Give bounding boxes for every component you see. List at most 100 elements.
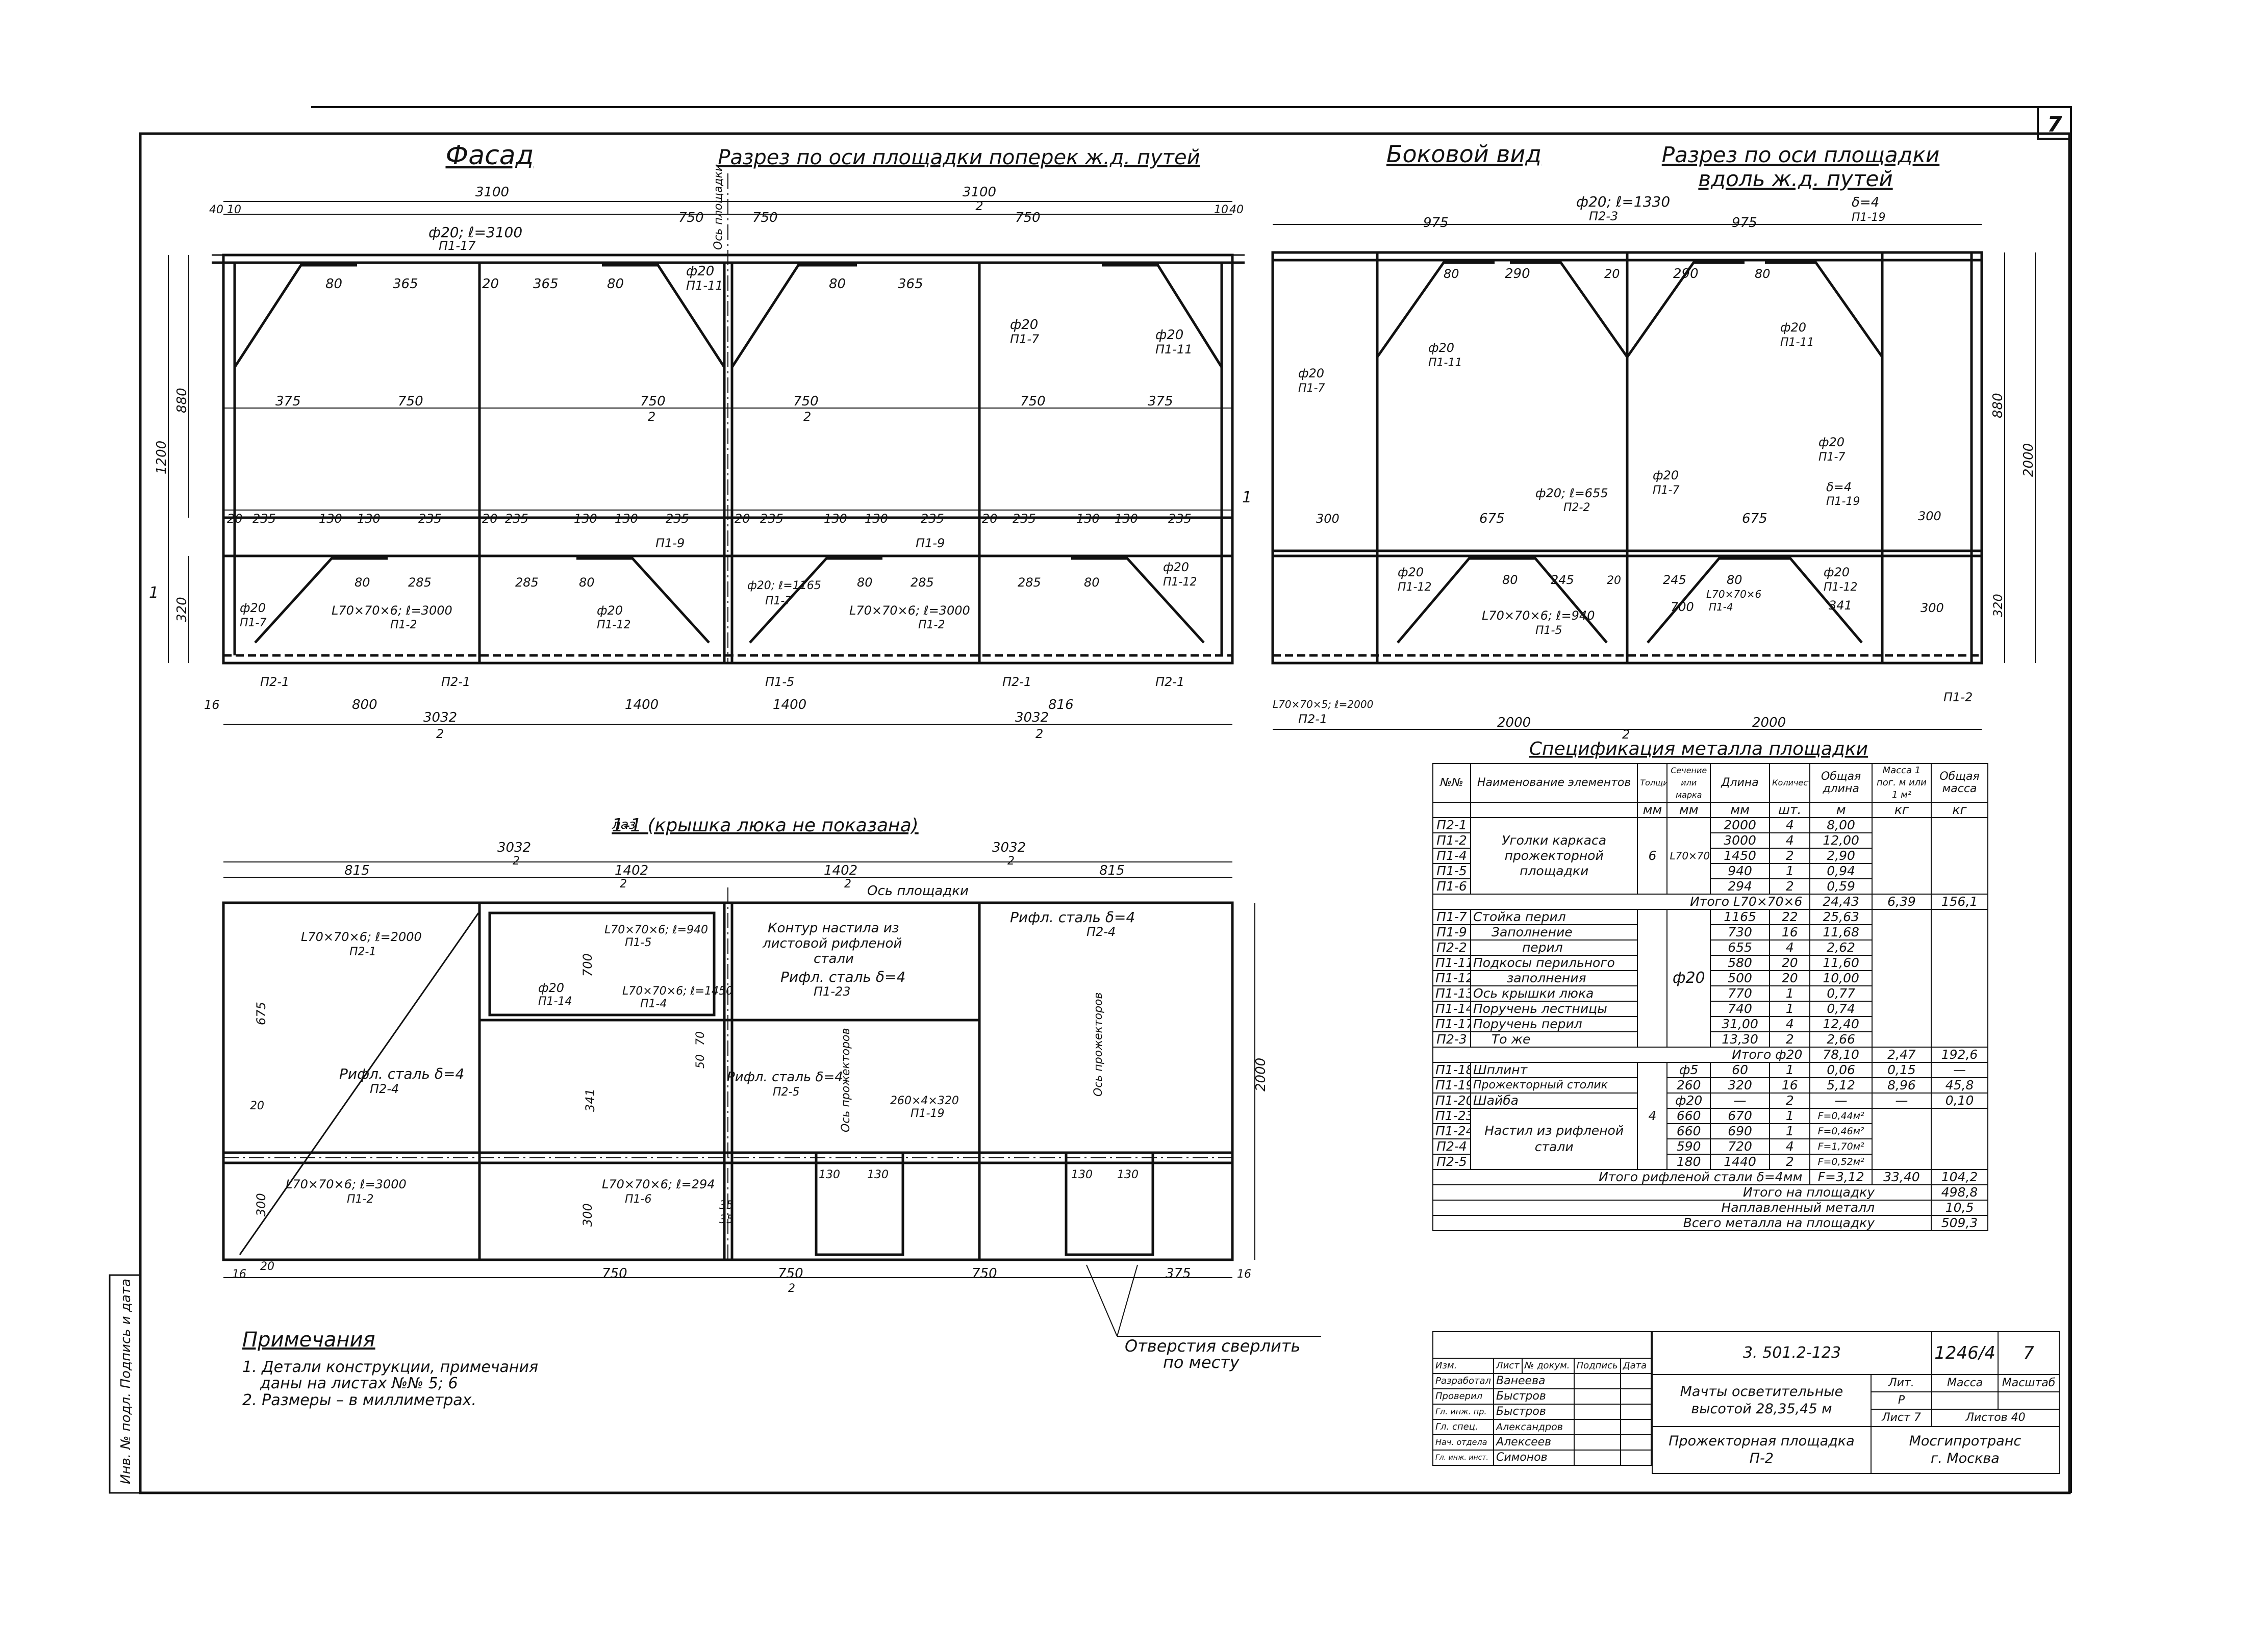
spec-subtotal-unit: 6,39 <box>1871 894 1932 910</box>
plan-p1-6: П1-6 <box>625 1193 651 1206</box>
spec-group-section: ф20 <box>1666 909 1711 1048</box>
facade-dim-750a: 750 <box>678 210 704 225</box>
spec-id: П1-11 <box>1432 955 1471 971</box>
plan-p2-5: П2-5 <box>773 1086 799 1099</box>
spec-name: Ось крышки люка <box>1470 985 1638 1002</box>
facade-d2-c: 2 <box>803 410 811 424</box>
spec-name: Подкосы перильного <box>1470 955 1638 971</box>
spec-qty: 4 <box>1769 939 1811 956</box>
spec-qty: 1 <box>1769 863 1811 879</box>
spec-subtotal-unit: 2,47 <box>1871 1047 1932 1063</box>
spec-total: — <box>1809 1092 1873 1109</box>
spec-length: 31,00 <box>1709 1016 1771 1032</box>
facade-dim-750c: 750 <box>1015 210 1041 225</box>
facade-mid-235g: 235 <box>1013 512 1036 526</box>
spec-length: 294 <box>1709 878 1771 895</box>
spec-length: 940 <box>1709 863 1771 879</box>
spec-name: Шайба <box>1470 1092 1638 1109</box>
spec-id: П2-3 <box>1432 1031 1471 1048</box>
spec-total: 2,62 <box>1809 939 1873 956</box>
table-row: П1-23 Настил из рифленой стали 660 670 1… <box>1432 1108 1988 1170</box>
spec-length: 1450 <box>1709 848 1771 864</box>
facade-p1-2-a: П1-2 <box>390 619 417 631</box>
spec-total-row: Итого на площадку 498,8 <box>1432 1184 1988 1201</box>
plan-d3032-a-sub: 2 <box>513 855 520 868</box>
spec-subtotal-len: 78,10 <box>1809 1047 1873 1063</box>
spec-group-thick: 6 <box>1637 817 1668 895</box>
plan-riff-p1-23: Рифл. сталь δ=4 <box>780 969 905 985</box>
plan-d815-b: 815 <box>1099 863 1125 878</box>
spec-section: 180 <box>1666 1154 1711 1170</box>
side-p1-11-a: П1-11 <box>1428 357 1462 369</box>
stamp-role: Проверил <box>1432 1388 1495 1405</box>
facade-p1-7-c: П1-7 <box>765 595 792 607</box>
stamp-role: Гл. спец. <box>1432 1419 1495 1435</box>
plan-angle1450: L70×70×6; ℓ=1450 <box>622 985 733 998</box>
facade-h1200: 1200 <box>154 441 169 474</box>
side-view-title: Боковой вид <box>1386 140 1542 168</box>
table-row: П2-4 590 720 4 F=1,70м² <box>1432 1138 1988 1155</box>
side-d341: 341 <box>1829 598 1852 613</box>
stamp-row: Гл. инж. пр.Быстров <box>1432 1404 1652 1420</box>
side-d300-c: 300 <box>1921 601 1944 615</box>
stamp-person: Быстров <box>1493 1388 1575 1405</box>
spec-length: 670 <box>1709 1108 1771 1124</box>
plan-contour-2: листовой рифленой <box>762 936 902 951</box>
facade-bottom-1400b: 1400 <box>773 697 806 713</box>
spec-id: П1-5 <box>1432 863 1471 879</box>
stamp-row: Гл. инж. инст.Симонов <box>1432 1450 1652 1466</box>
facade-mid-130d: 130 <box>615 512 638 526</box>
plan-d35-a: 35 <box>719 1199 734 1212</box>
facade-d80-d: 80 <box>355 575 370 590</box>
plan-f20: ф20 <box>538 981 564 995</box>
side-f20-b: ф20 <box>1780 320 1806 335</box>
spec-id: П1-24 <box>1432 1123 1471 1139</box>
spec-qty: 16 <box>1769 924 1811 941</box>
notes-line-3: 2. Размеры – в миллиметрах. <box>242 1391 476 1409</box>
facade-dim-10: 10 <box>227 204 241 216</box>
spec-qty: 22 <box>1769 909 1811 925</box>
spec-qty: 1 <box>1769 1108 1811 1124</box>
plan-contour-3: стали <box>814 951 854 967</box>
facade-d2-b: 2 <box>648 410 655 424</box>
table-row: П1-24 660 690 1 F=0,46м² <box>1432 1123 1988 1139</box>
side-w2000-b: 2000 <box>1752 715 1786 730</box>
stamp-org-1: Мосгипротранс <box>1909 1433 2021 1449</box>
facade-mid-20d: 20 <box>982 512 998 526</box>
plan-axis-proj-b: Ось прожекторов <box>1092 993 1105 1097</box>
side-d675-b: 675 <box>1742 511 1767 526</box>
stamp-person: Алексеев <box>1493 1434 1575 1451</box>
plan-d2000: 2000 <box>1253 1058 1269 1091</box>
facade-d80-f: 80 <box>857 575 873 590</box>
facade-d80-a: 80 <box>325 276 342 292</box>
spec-qty: 4 <box>1769 832 1811 849</box>
spec-qty: 1 <box>1769 1123 1811 1139</box>
facade-mid-130a: 130 <box>319 512 342 526</box>
spec-unit: 8,96 <box>1871 1077 1932 1094</box>
spec-qty: 2 <box>1769 848 1811 864</box>
table-row: П1-12 заполнения 500 20 10,00 <box>1432 970 1988 986</box>
facade-title: Фасад <box>445 140 534 171</box>
spec-qty: 4 <box>1769 1016 1811 1032</box>
plan-angle2000: L70×70×6; ℓ=2000 <box>301 930 422 944</box>
stamp-person: Быстров <box>1493 1404 1575 1420</box>
side-p2-1: П2-1 <box>1298 712 1327 726</box>
spec-total: 10,00 <box>1809 970 1873 986</box>
table-row: П1-7 Стойка перил ф20 1165 22 25,63 <box>1432 909 1988 1048</box>
side-p1-12-b: П1-12 <box>1824 581 1857 594</box>
spec-total: 8,00 <box>1809 817 1873 833</box>
table-row: П1-18 Шплинт 4 ф5 60 1 0,06 0,15 — <box>1432 1062 1988 1170</box>
side-stamp-text: Инв. № подл. Подпись и дата <box>118 1279 134 1484</box>
spec-id: П1-13 <box>1432 985 1471 1002</box>
spec-total: 2,90 <box>1809 848 1873 864</box>
spec-u-8: кг <box>1931 802 1988 818</box>
plan-holes: Отверстия сверлить <box>1125 1336 1300 1356</box>
spec-length: 3000 <box>1709 832 1771 849</box>
spec-qty: 1 <box>1769 1062 1811 1078</box>
plan-title: 1-1 (крышка люка не показана) <box>612 815 918 836</box>
plan-d300-a: 300 <box>254 1193 268 1216</box>
side-p1-12-a: П1-12 <box>1398 581 1431 594</box>
table-row: П1-17 Поручень перил 31,00 4 12,40 <box>1432 1016 1988 1032</box>
stamp-sheet-label: Лист 7 <box>1870 1409 1933 1427</box>
spec-total-label: Итого на площадку <box>1432 1184 1932 1201</box>
